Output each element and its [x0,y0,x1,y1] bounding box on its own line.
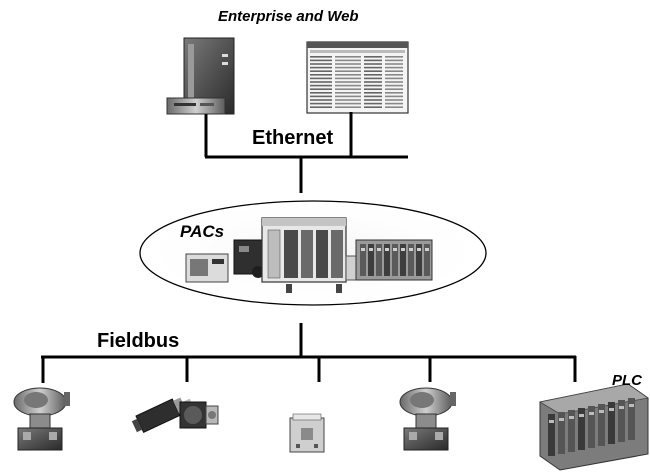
pacs-label: PACs [180,222,225,241]
ethernet-label: Ethernet [252,127,334,149]
io-module-icon [289,413,325,453]
pressure-transmitter-icon [13,387,70,451]
plc-label: PLC [612,372,642,389]
servo-motor-icon [131,397,219,433]
plc-rack-icon [538,383,650,471]
enterprise-web-label: Enterprise and Web [218,8,359,25]
pacs-group-ellipse [139,200,487,306]
ethernet-bus [204,112,408,193]
pressure-transmitter-icon [399,387,456,451]
pac-controller-cluster-icon [185,217,433,293]
fieldbus-label: Fieldbus [97,330,180,352]
fieldbus-bus [41,323,577,383]
spreadsheet-window-icon [306,41,409,114]
server-icon [166,37,235,115]
